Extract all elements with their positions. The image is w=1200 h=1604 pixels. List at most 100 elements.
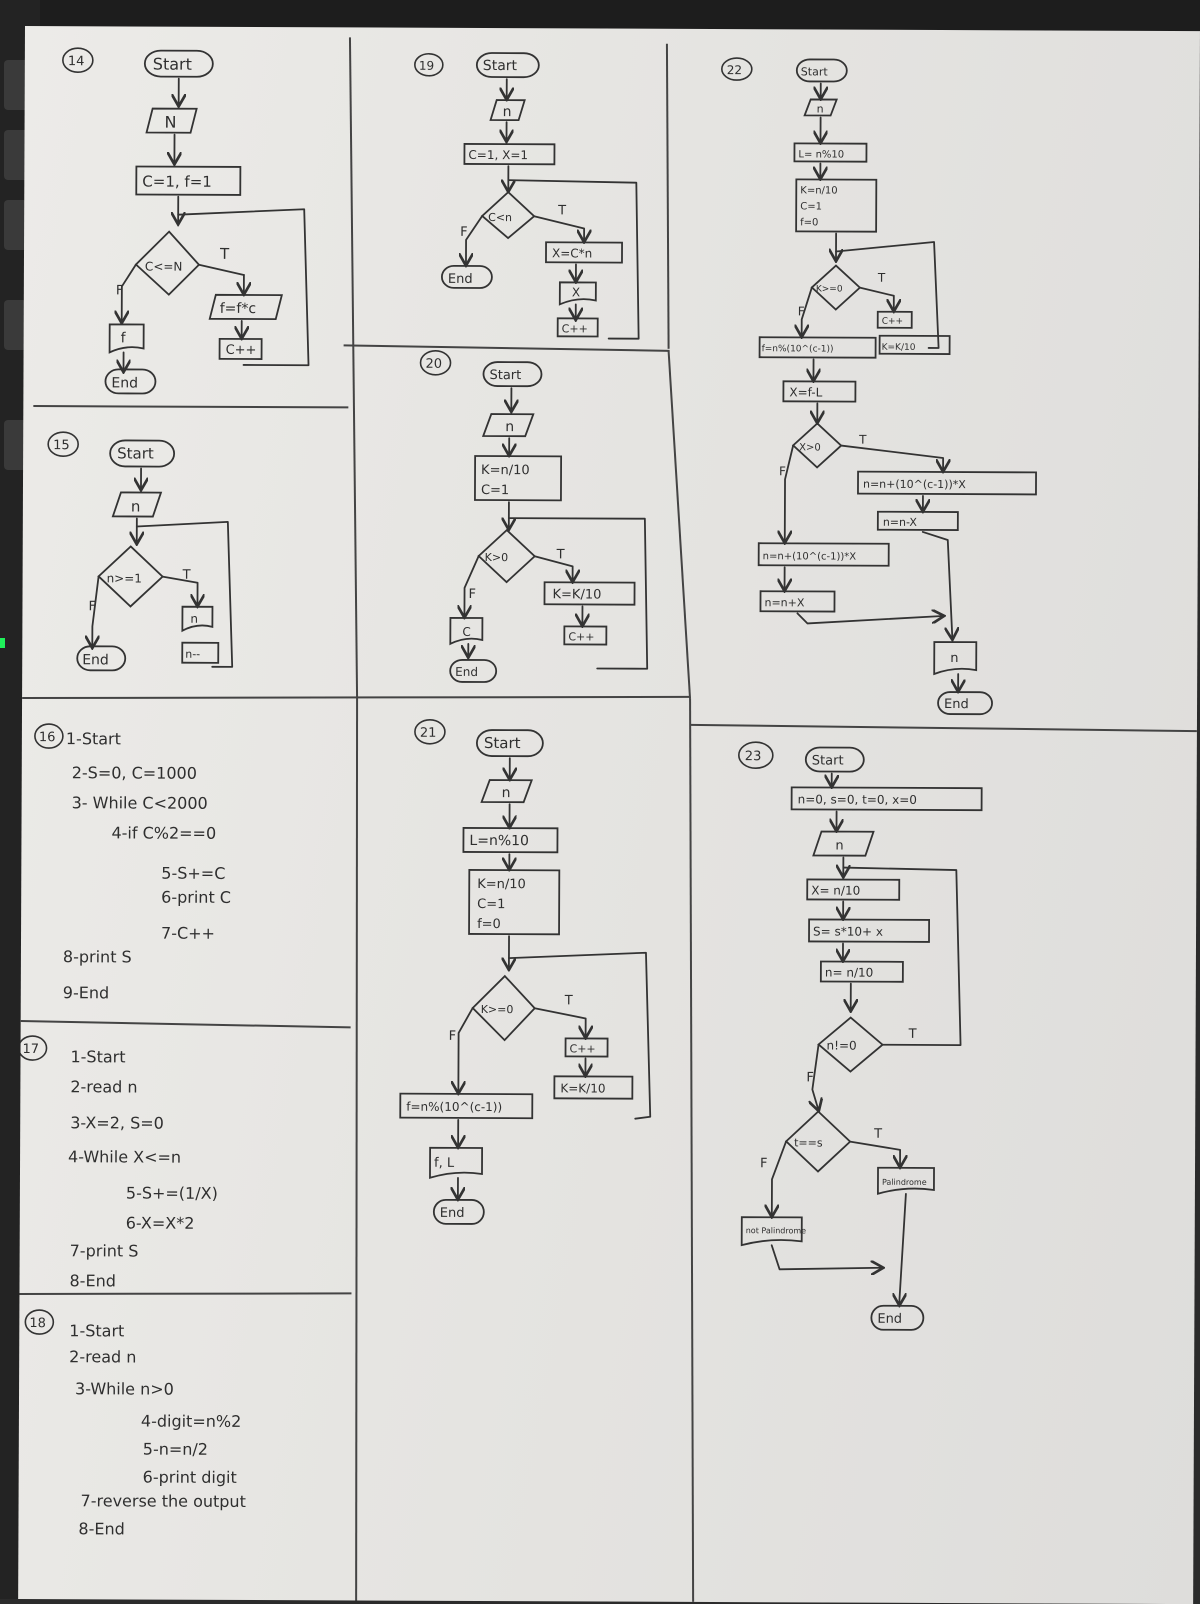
- flowchart-23: 23 Start n=0, s=0, t=0, x=0 n X= n/10 S=…: [736, 742, 982, 1330]
- process-box: L=n%10: [469, 833, 529, 849]
- problem-number: 16: [39, 730, 56, 745]
- process-box: n--: [185, 648, 200, 661]
- input-parallelogram: n: [817, 102, 824, 115]
- process-box: K=K/10: [882, 343, 916, 353]
- algorithm-line: 6-print digit: [143, 1468, 237, 1487]
- algorithm-line: 7-C++: [161, 924, 215, 943]
- process-box: C=1, f=1: [142, 173, 212, 191]
- algorithm-line: 2-read n: [69, 1347, 136, 1366]
- decision-diamond: n!=0: [827, 1039, 857, 1053]
- false-label: F: [449, 1029, 457, 1044]
- decision-diamond: K>=0: [481, 1003, 514, 1016]
- process-box: C++: [226, 343, 257, 358]
- decision-diamond: K>0: [485, 551, 508, 564]
- problem-number: 23: [745, 749, 762, 764]
- algorithm-line: 6-print C: [161, 888, 231, 907]
- output-document: n: [190, 612, 198, 626]
- true-label: T: [877, 271, 886, 285]
- algorithm-line: 7-print S: [70, 1241, 139, 1260]
- algorithm-line: 5-S+=C: [161, 864, 225, 883]
- process-box: X=f-L: [789, 385, 822, 399]
- problem-number: 20: [425, 357, 442, 372]
- algorithm-line: 2-S=0, C=1000: [72, 763, 197, 783]
- algorithm-line: 3-X=2, S=0: [70, 1113, 164, 1132]
- process-box: f=n%(10^(c-1)): [762, 344, 834, 354]
- algorithm-line: 3-While n>0: [75, 1379, 174, 1398]
- algorithm-line: 7-reverse the output: [81, 1491, 246, 1511]
- algorithm-line: 6-X=X*2: [126, 1213, 195, 1232]
- output-document: Palindrome: [882, 1178, 927, 1187]
- process-box: X=C*n: [552, 246, 592, 260]
- process-box: n=n-X: [883, 516, 918, 529]
- false-label: F: [460, 225, 468, 240]
- end-terminal: End: [82, 652, 109, 668]
- decision-diamond: C<=N: [145, 260, 183, 274]
- algorithm-line: 4-if C%2==0: [111, 823, 216, 842]
- algorithm-line: 3- While C<2000: [72, 793, 208, 813]
- flowchart-22: 22 Start n L= n%10 K=n/10 C=1 f=0 K>=0 T…: [719, 58, 1038, 714]
- problem-number: 14: [68, 54, 85, 69]
- algorithm-line: 5-S+=(1/X): [126, 1183, 218, 1202]
- end-terminal: End: [448, 272, 473, 287]
- false-label: F: [760, 1156, 768, 1171]
- end-terminal: End: [877, 1312, 902, 1327]
- process-box: n= n/10: [825, 965, 873, 979]
- flowchart-sheet: 14 Start N C=1, f=1 C<=N T f=f*c C++ F f…: [18, 26, 1200, 1604]
- algorithm-18: 18 1-Start 2-read n 3-While n>0 4-digit=…: [24, 1310, 246, 1539]
- process-box: X= n/10: [811, 883, 860, 897]
- flowchart-20: 20 Start n K=n/10 C=1 K>0 T K=K/10 C++ F…: [419, 351, 648, 683]
- process-box: f=n%(10^(c-1)): [406, 1100, 502, 1114]
- process-box: K=n/10: [800, 185, 837, 196]
- flowchart-14: 14 Start N C=1, f=1 C<=N T f=f*c C++ F f…: [61, 48, 310, 394]
- algorithm-line: 8-print S: [63, 947, 132, 966]
- true-label: T: [858, 433, 867, 447]
- false-label: F: [468, 587, 476, 602]
- input-parallelogram: n: [131, 497, 141, 515]
- process-box: K=n/10: [481, 463, 530, 478]
- algorithm-line: 9-End: [63, 983, 109, 1002]
- process-box: n=0, s=0, t=0, x=0: [798, 792, 917, 807]
- true-label: T: [556, 547, 565, 562]
- input-parallelogram: n: [505, 419, 514, 435]
- algorithm-line: 4-While X<=n: [68, 1147, 181, 1166]
- start-terminal: Start: [483, 58, 518, 74]
- problem-number: 17: [23, 1042, 40, 1057]
- start-terminal: Start: [801, 65, 829, 78]
- true-label: T: [557, 203, 566, 218]
- algorithm-line: 8-End: [69, 1271, 115, 1290]
- algorithm-line: 5-n=n/2: [143, 1440, 208, 1459]
- end-terminal: End: [440, 1206, 465, 1221]
- power-led: [0, 638, 5, 648]
- true-label: T: [873, 1127, 882, 1142]
- output-document: C: [462, 625, 470, 639]
- process-box: C++: [570, 1042, 596, 1055]
- start-terminal: Start: [117, 444, 154, 462]
- algorithm-17: 17 1-Start 2-read n 3-X=2, S=0 4-While X…: [18, 1036, 218, 1291]
- process-box: n=n+(10^(c-1))*X: [863, 478, 966, 491]
- input-parallelogram: n: [835, 839, 843, 854]
- algorithm-line: 4-digit=n%2: [141, 1412, 241, 1431]
- flowchart-21: 21 Start n L=n%10 K=n/10 C=1 f=0 K>=0 T …: [400, 720, 652, 1225]
- decision-diamond: t==s: [794, 1136, 823, 1149]
- flowchart-19: 19 Start n C=1, X=1 C<n T X=C*n X C++ F …: [414, 53, 640, 339]
- process-box: C++: [568, 630, 594, 643]
- decision-diamond: C<n: [488, 211, 512, 224]
- process-box: C=1: [800, 201, 822, 212]
- algorithm-line: 1-Start: [70, 1047, 125, 1066]
- problem-number: 19: [419, 59, 434, 73]
- process-box: f=f*c: [220, 301, 256, 317]
- decision-diamond: X>0: [799, 442, 821, 453]
- process-box: K=n/10: [477, 877, 526, 892]
- problem-number: 21: [420, 726, 437, 741]
- true-label: T: [219, 245, 230, 263]
- decision-diamond: K>=0: [816, 284, 843, 294]
- process-box: n=n+(10^(c-1))*X: [763, 551, 857, 562]
- end-terminal: End: [455, 665, 478, 679]
- algorithm-16: 16 1-Start 2-S=0, C=1000 3- While C<2000…: [34, 724, 232, 1003]
- start-terminal: Start: [153, 55, 192, 74]
- start-terminal: Start: [489, 368, 521, 383]
- true-label: T: [908, 1027, 917, 1042]
- flowchart-15: 15 Start n n>=1 T n n-- F End: [47, 432, 233, 671]
- end-terminal: End: [111, 375, 138, 391]
- input-parallelogram: n: [502, 785, 511, 801]
